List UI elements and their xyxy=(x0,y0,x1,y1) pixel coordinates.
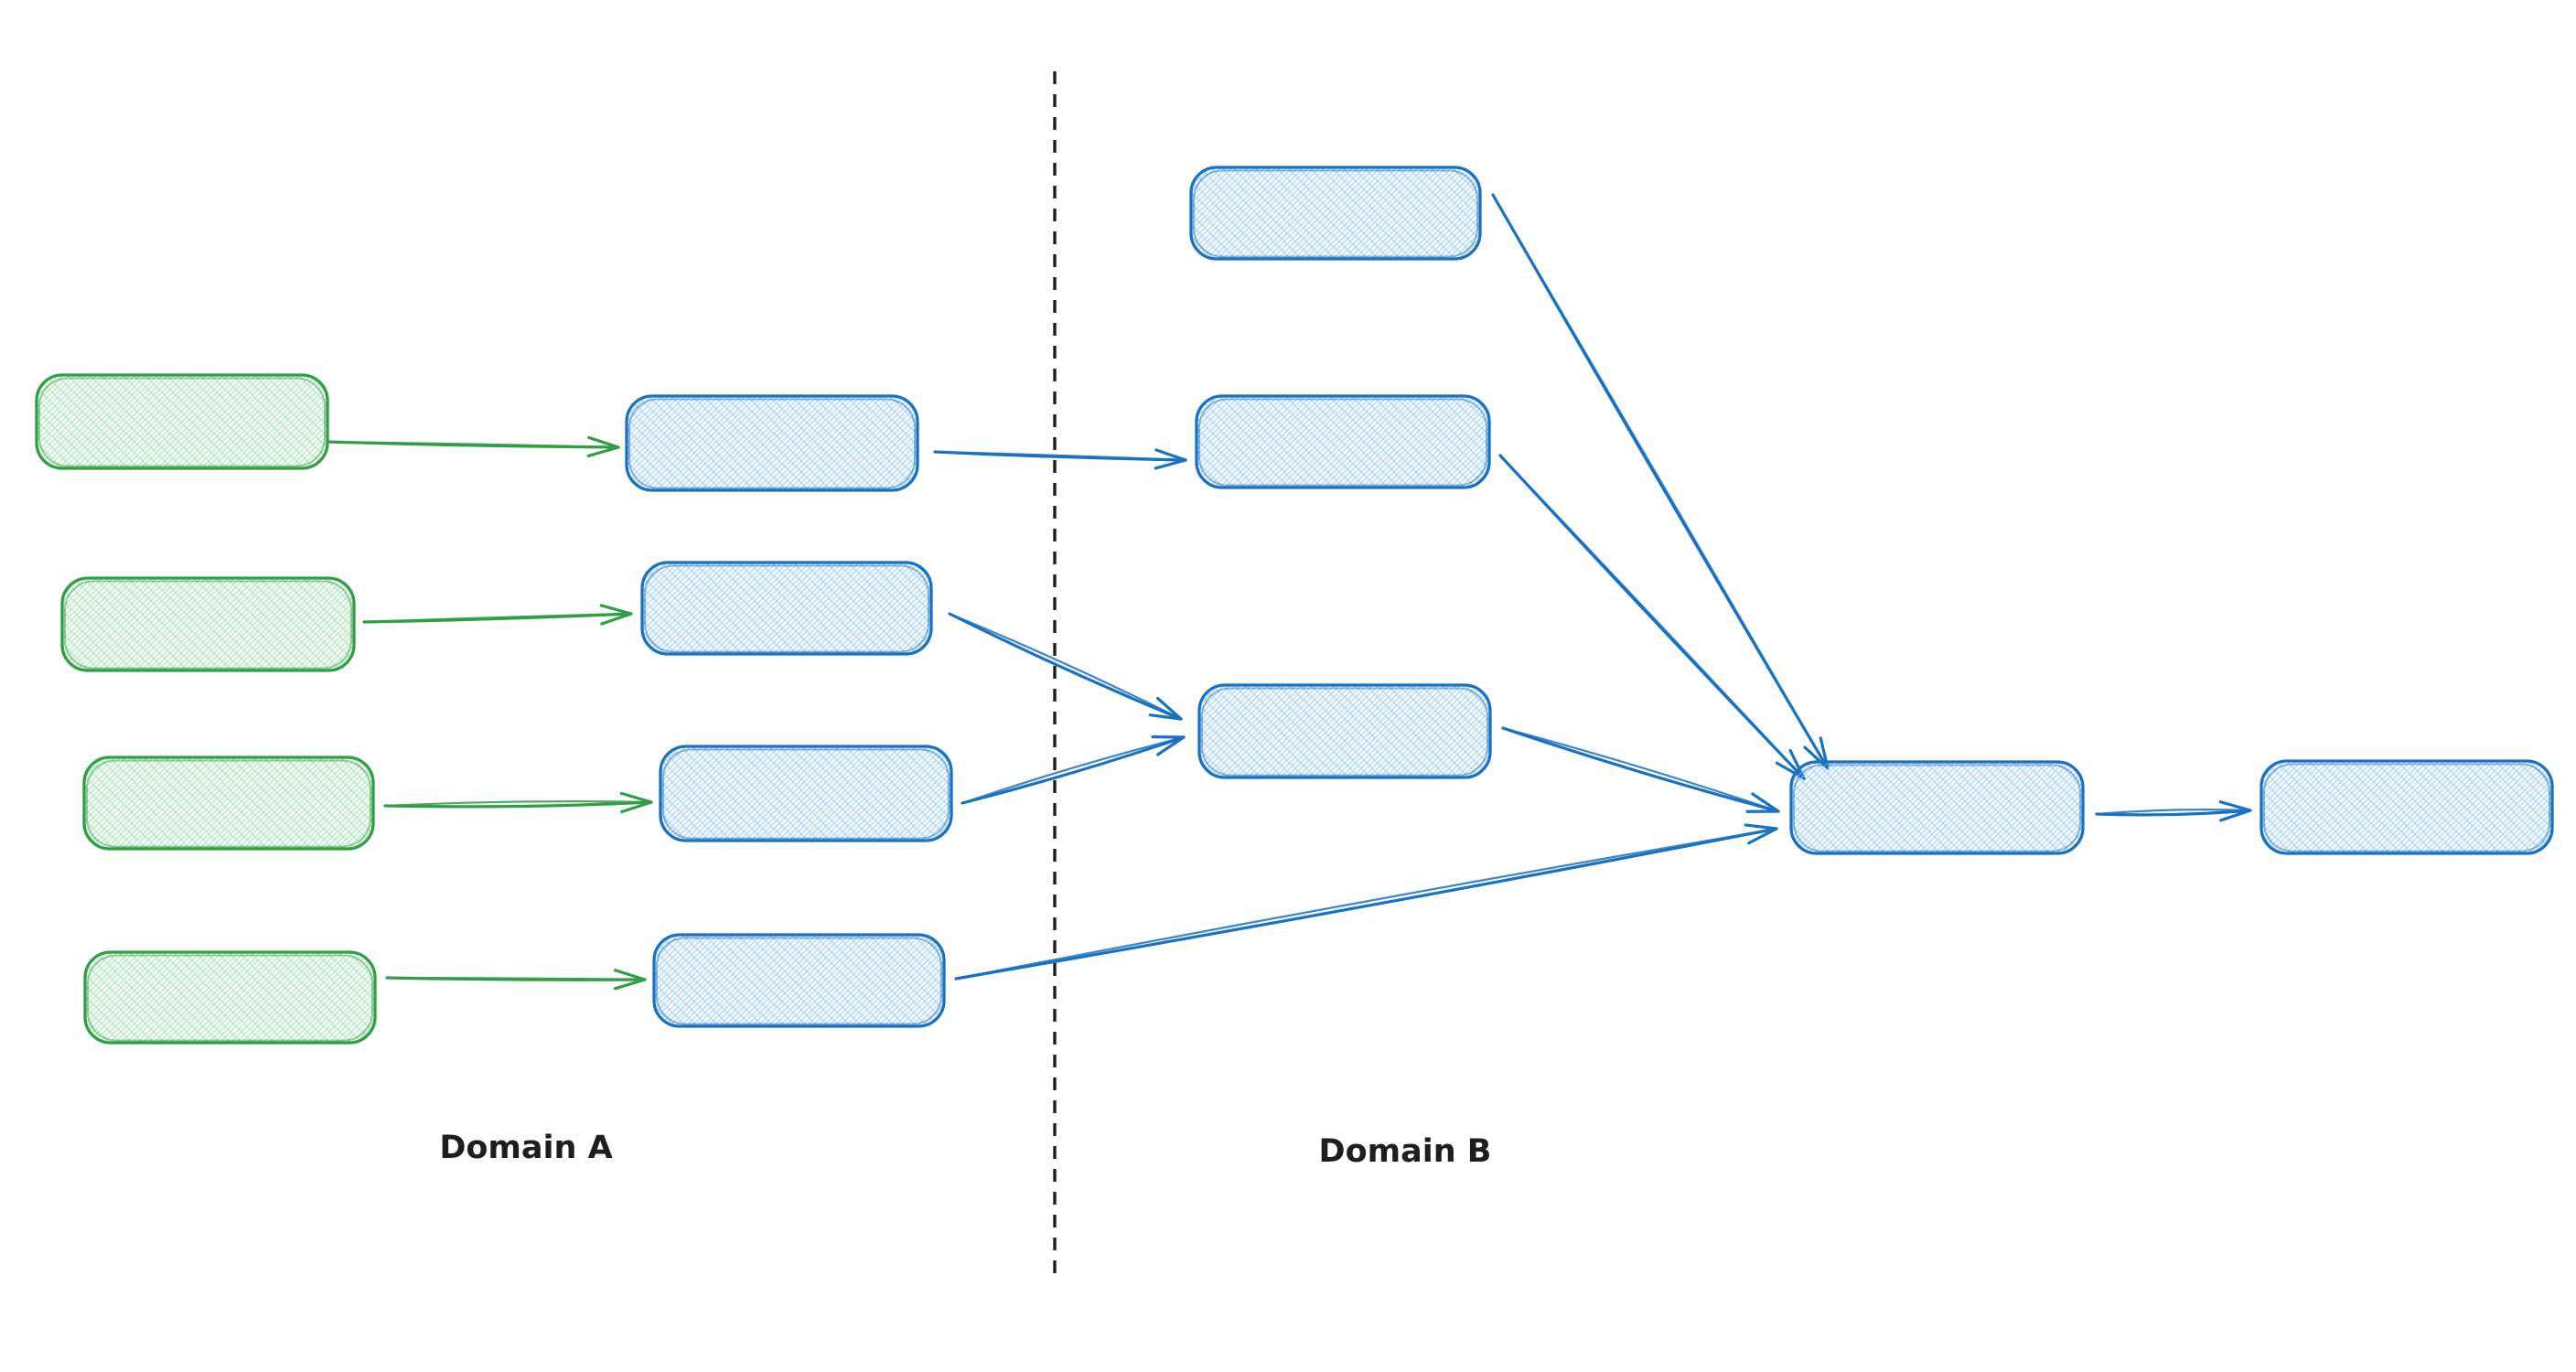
arrow-source2-to-process2 xyxy=(362,604,633,626)
arrow-process2-to-b3 xyxy=(948,612,1183,721)
node-domain-a-source-4 xyxy=(83,950,377,1045)
arrow-process4-to-merge xyxy=(954,823,1778,981)
node-domain-a-process-1 xyxy=(625,394,919,492)
node-domain-a-source-3 xyxy=(82,756,375,851)
node-domain-a-process-4 xyxy=(652,933,946,1028)
node-domain-b-node-1 xyxy=(1189,166,1482,261)
arrow-process3-to-b3 xyxy=(961,735,1186,805)
node-domain-a-process-3 xyxy=(659,745,953,842)
node-domain-a-source-2 xyxy=(60,576,356,672)
arrow-source1-to-process1 xyxy=(326,435,620,458)
arrow-source4-to-process4 xyxy=(385,969,647,991)
domain-b-label: Domain B xyxy=(1319,1133,1492,1170)
node-domain-b-output xyxy=(2259,759,2554,855)
arrow-b3-to-merge xyxy=(1501,726,1780,813)
node-domain-b-merge xyxy=(1789,760,2085,855)
arrow-b1-to-merge xyxy=(1491,193,1830,770)
arrow-process1-to-b2 xyxy=(933,448,1187,470)
arrow-source3-to-process3 xyxy=(383,791,653,814)
arrow-b2-to-merge xyxy=(1498,454,1806,780)
arrow-merge-to-output xyxy=(2095,800,2252,822)
domain-a-label: Domain A xyxy=(439,1130,612,1166)
node-domain-b-node-2 xyxy=(1195,394,1491,489)
node-domain-b-node-3 xyxy=(1197,683,1492,779)
node-domain-a-process-2 xyxy=(640,561,933,656)
node-domain-a-source-1 xyxy=(35,373,329,470)
